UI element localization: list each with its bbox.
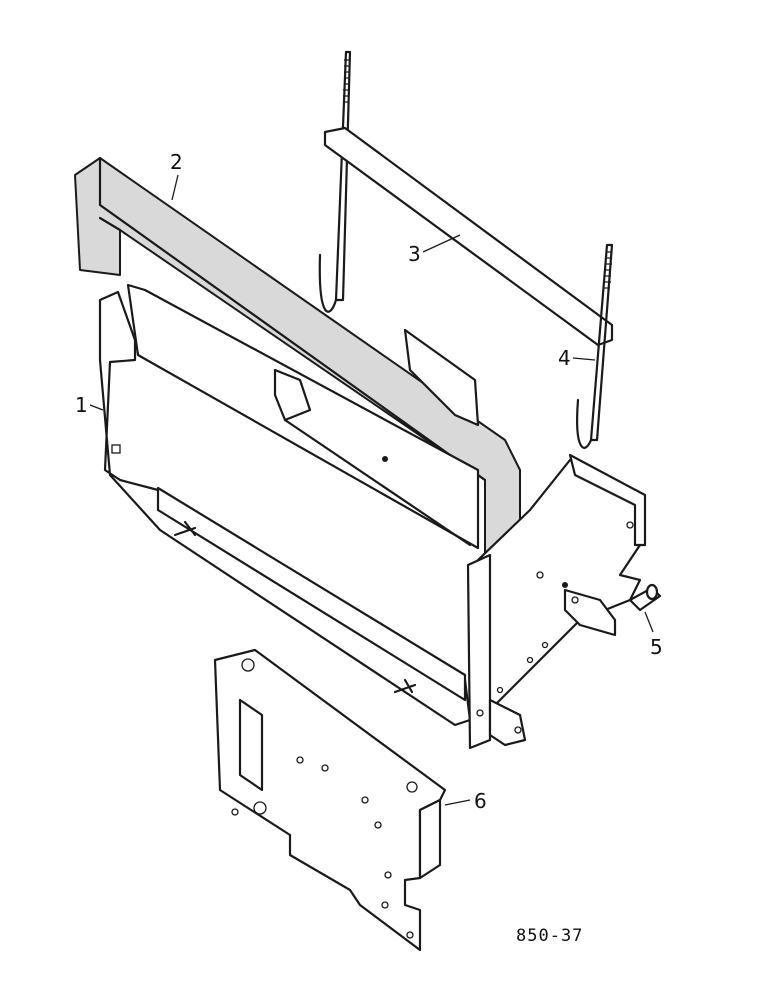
right-rod-hook [576,398,593,449]
tray-front-lip [156,486,467,702]
tray-post-foot [488,698,527,747]
tray-right-flange [568,453,647,547]
leader-3 [422,234,461,253]
front-bolt-right [393,678,417,694]
front-bolt-left [173,520,197,537]
callout-1: 1 [75,393,88,417]
leader-6 [444,799,471,806]
right-rod [589,243,614,442]
callout-4: 4 [558,346,571,370]
left-rod [334,50,352,302]
hold-down-bar-assembly [318,50,614,449]
callout-6: 6 [474,789,487,813]
tray-rear-tab [403,328,480,427]
callout-3: 3 [408,242,421,266]
tray-clip [273,368,312,422]
callout-5: 5 [650,635,663,659]
pin [628,583,662,612]
bracket-plate [213,648,447,952]
battery-tray [98,283,647,750]
mounting-bracket [213,648,447,952]
bracket-slot [238,698,264,792]
tray-front-post [466,553,492,750]
tray-back-wall [126,283,480,550]
left-rod-hook [318,253,338,313]
leader-5 [644,611,654,633]
hold-down-bar [323,126,614,347]
figure-code: 850-37 [516,926,584,946]
leader-2 [171,174,179,201]
leader-lines [89,174,654,806]
bracket-flange [418,798,442,880]
callout-2: 2 [170,150,183,174]
leader-1 [89,404,104,411]
leader-4 [572,357,596,361]
